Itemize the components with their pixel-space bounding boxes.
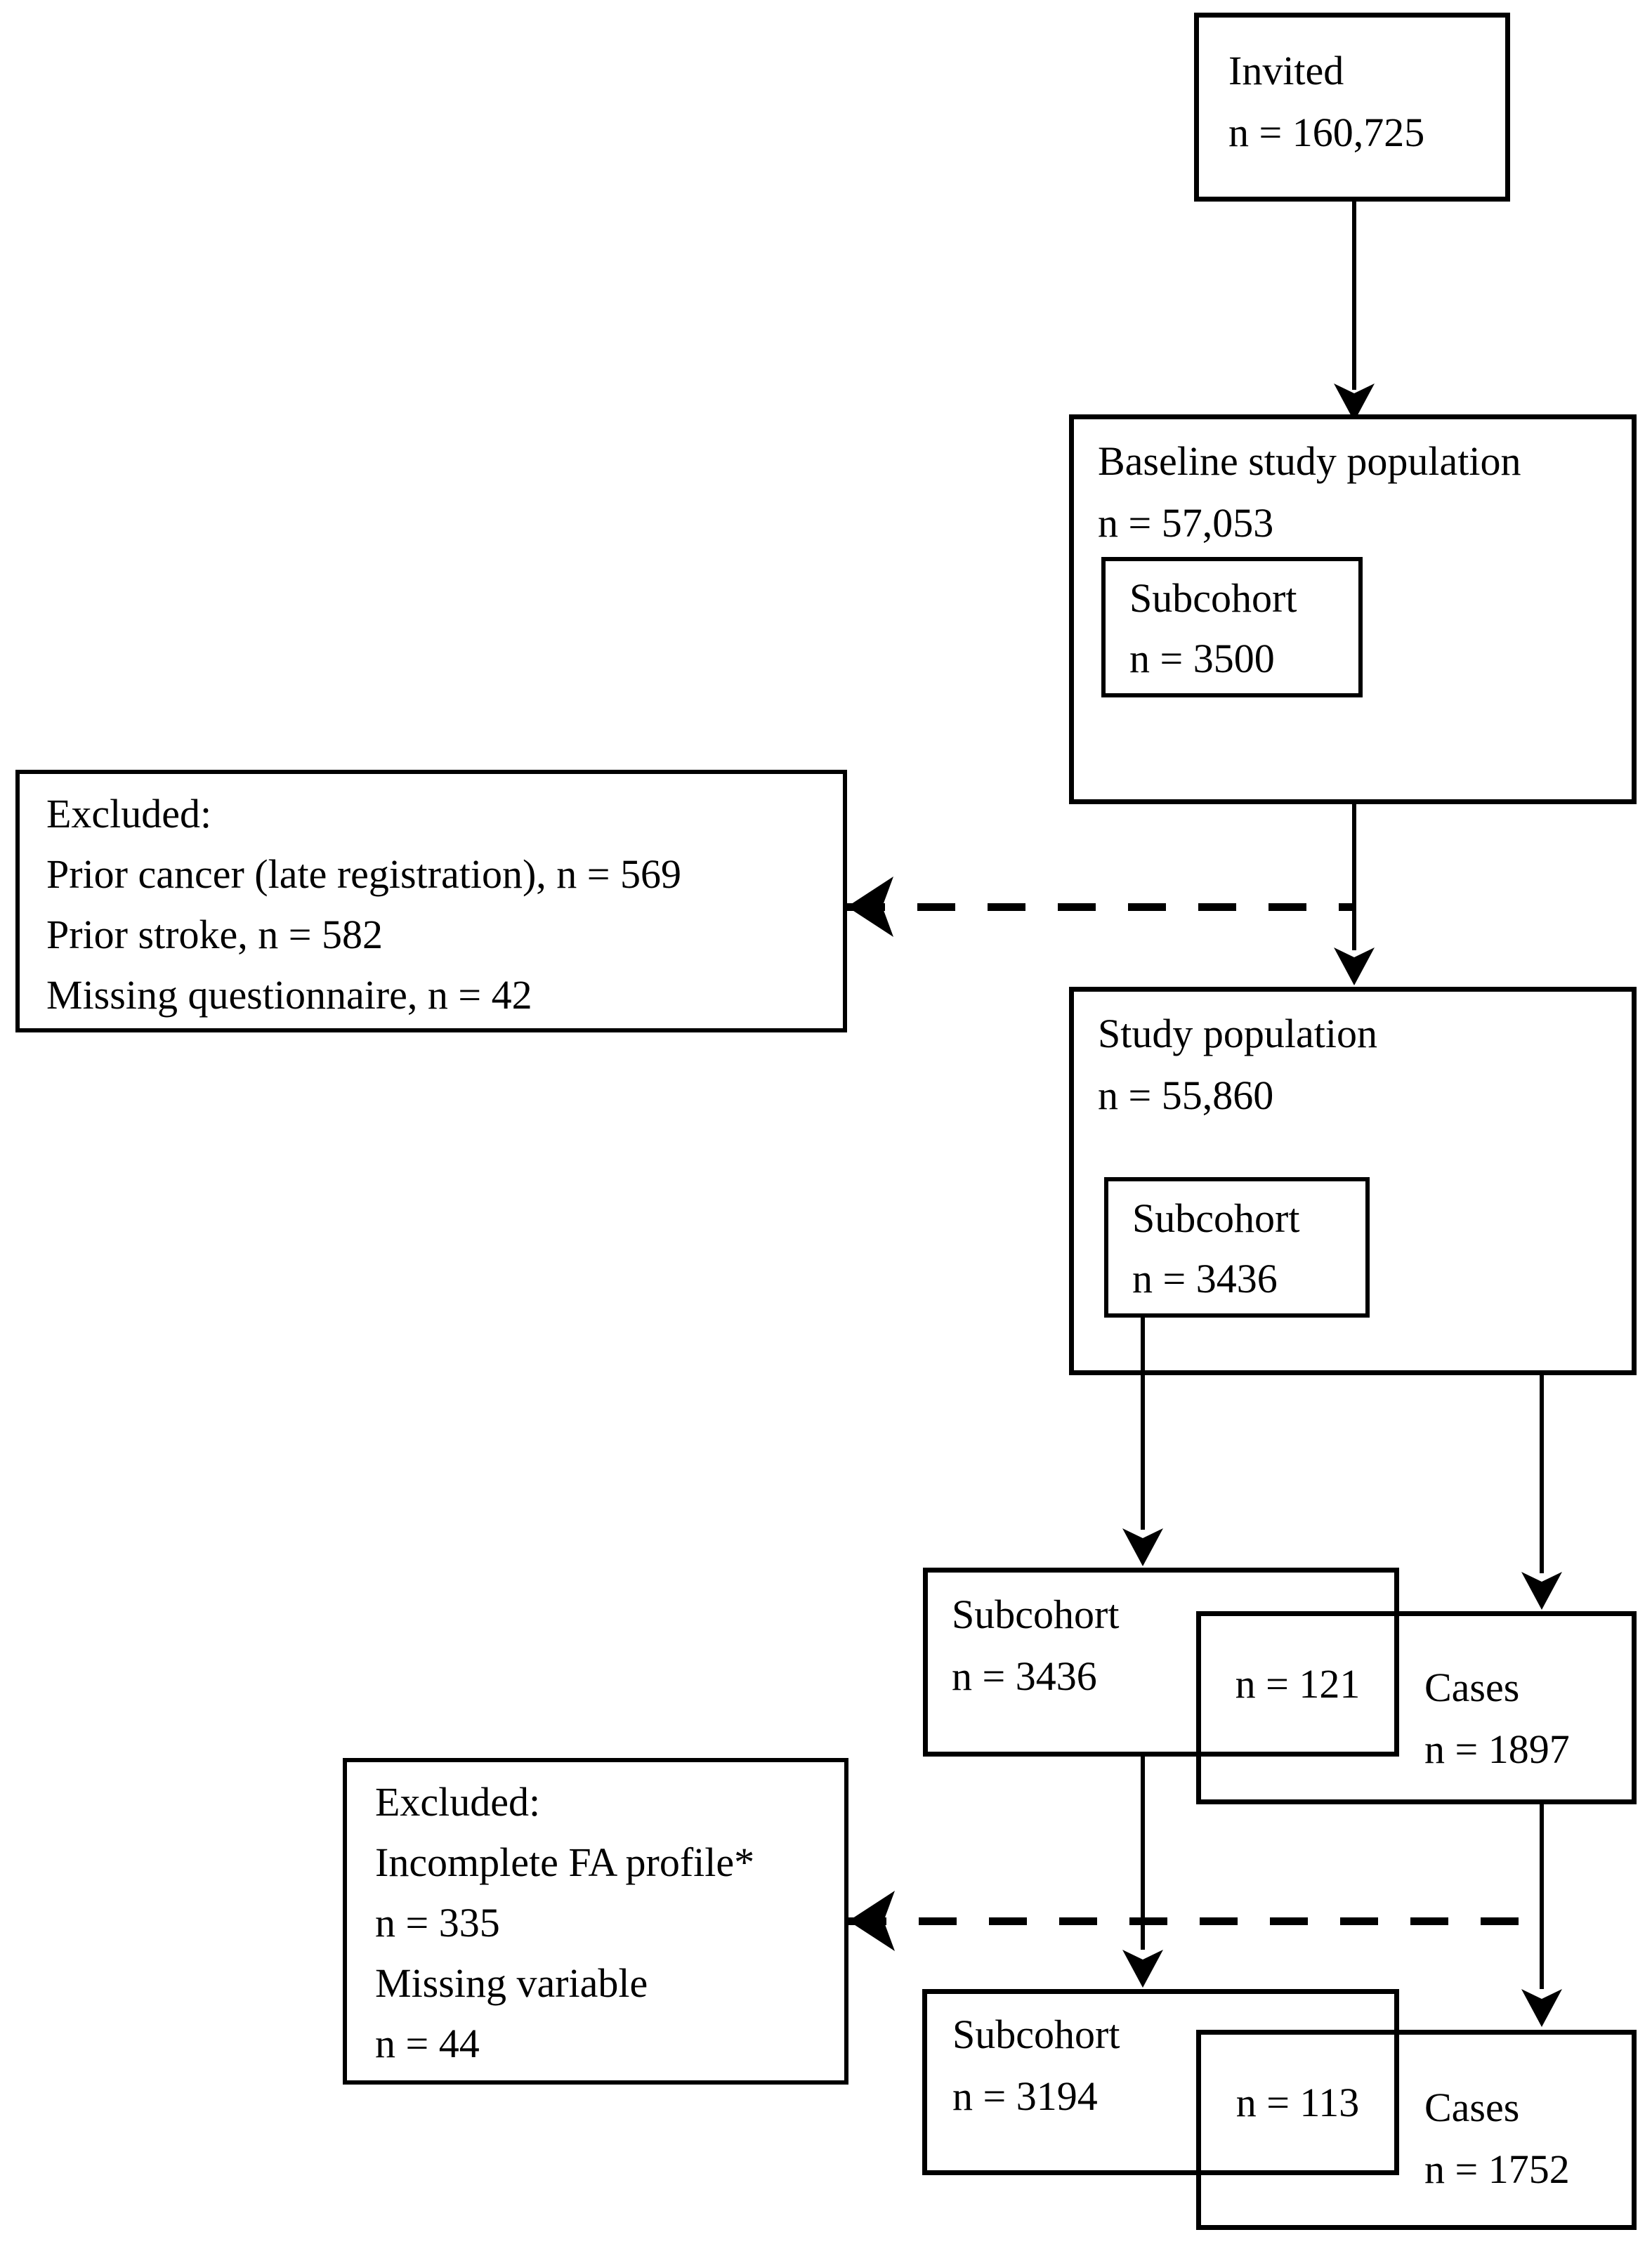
subcohort-interim-count: n = 3436 [952, 1653, 1097, 1699]
connector-subcohort-interim-to-final [1141, 1757, 1145, 1950]
baseline-subcohort-label: Subcohort [1129, 575, 1297, 621]
baseline-subcohort-box: Subcohort n = 3500 [1101, 557, 1363, 697]
arrowhead-into-subcohort-interim-icon [1122, 1528, 1163, 1566]
excluded-baseline-item: Prior stroke, n = 582 [46, 912, 383, 957]
baseline-population-label: Baseline study population [1098, 438, 1521, 484]
overlap-final-count: n = 113 [1235, 2079, 1360, 2125]
excluded-baseline-item: Prior cancer (late registration), n = 56… [46, 851, 681, 897]
excluded-baseline-item: Missing questionnaire, n = 42 [46, 972, 532, 1018]
cases-interim-label: Cases [1424, 1665, 1520, 1710]
excluded-baseline-box: Excluded: Prior cancer (late registratio… [15, 770, 847, 1032]
cases-interim-count: n = 1897 [1424, 1726, 1570, 1772]
excluded-profile-item: Incomplete FA profile* [375, 1839, 755, 1885]
excluded-profile-item: Missing variable [375, 1960, 648, 2006]
arrowhead-into-cases-final-icon [1521, 1989, 1562, 2027]
study-subcohort-label: Subcohort [1132, 1195, 1300, 1241]
arrowhead-into-subcohort-final-icon [1122, 1950, 1163, 1988]
cases-interim-box: Cases n = 1897 [1196, 1611, 1637, 1804]
study-population-label: Study population [1098, 1011, 1377, 1056]
invited-label: Invited [1228, 48, 1344, 93]
connector-invited-to-baseline [1352, 202, 1356, 390]
invited-count: n = 160,725 [1228, 110, 1425, 155]
arrowhead-into-cases-interim-icon [1521, 1572, 1562, 1610]
excluded-profile-item: n = 335 [375, 1900, 500, 1946]
baseline-population-box: Baseline study population n = 57,053 Sub… [1069, 414, 1637, 804]
baseline-subcohort-count: n = 3500 [1129, 636, 1275, 681]
excluded-profile-heading: Excluded: [375, 1779, 541, 1825]
baseline-population-count: n = 57,053 [1098, 500, 1274, 546]
dashed-connector-exclusion-2 [848, 1917, 1542, 1925]
cases-final-label: Cases [1424, 2085, 1520, 2130]
overlap-interim-count: n = 121 [1235, 1660, 1361, 1707]
subcohort-interim-label: Subcohort [952, 1592, 1120, 1637]
subcohort-final-label: Subcohort [952, 2012, 1120, 2057]
connector-study-to-subcohort-interim [1141, 1318, 1145, 1530]
connector-baseline-to-study [1352, 804, 1356, 950]
excluded-profile-box: Excluded: Incomplete FA profile* n = 335… [343, 1758, 848, 2085]
study-population-count: n = 55,860 [1098, 1072, 1274, 1118]
excluded-baseline-heading: Excluded: [46, 791, 212, 836]
subcohort-final-count: n = 3194 [952, 2073, 1098, 2119]
cases-final-box: Cases n = 1752 [1196, 2030, 1637, 2230]
invited-box: Invited n = 160,725 [1194, 13, 1510, 202]
study-subcohort-count: n = 3436 [1132, 1256, 1278, 1301]
arrowhead-into-study-icon [1334, 947, 1375, 985]
study-subcohort-box: Subcohort n = 3436 [1104, 1177, 1370, 1318]
subcohort-final-box: Subcohort n = 3194 [922, 1989, 1399, 2175]
excluded-profile-item: n = 44 [375, 2021, 480, 2066]
subcohort-interim-box: Subcohort n = 3436 [923, 1568, 1399, 1757]
connector-study-to-cases-interim [1540, 1375, 1544, 1573]
dashed-connector-exclusion-1 [847, 903, 1354, 911]
cases-final-count: n = 1752 [1424, 2146, 1570, 2192]
study-population-box: Study population n = 55,860 Subcohort n … [1069, 987, 1637, 1375]
connector-cases-interim-to-final [1540, 1804, 1544, 1989]
